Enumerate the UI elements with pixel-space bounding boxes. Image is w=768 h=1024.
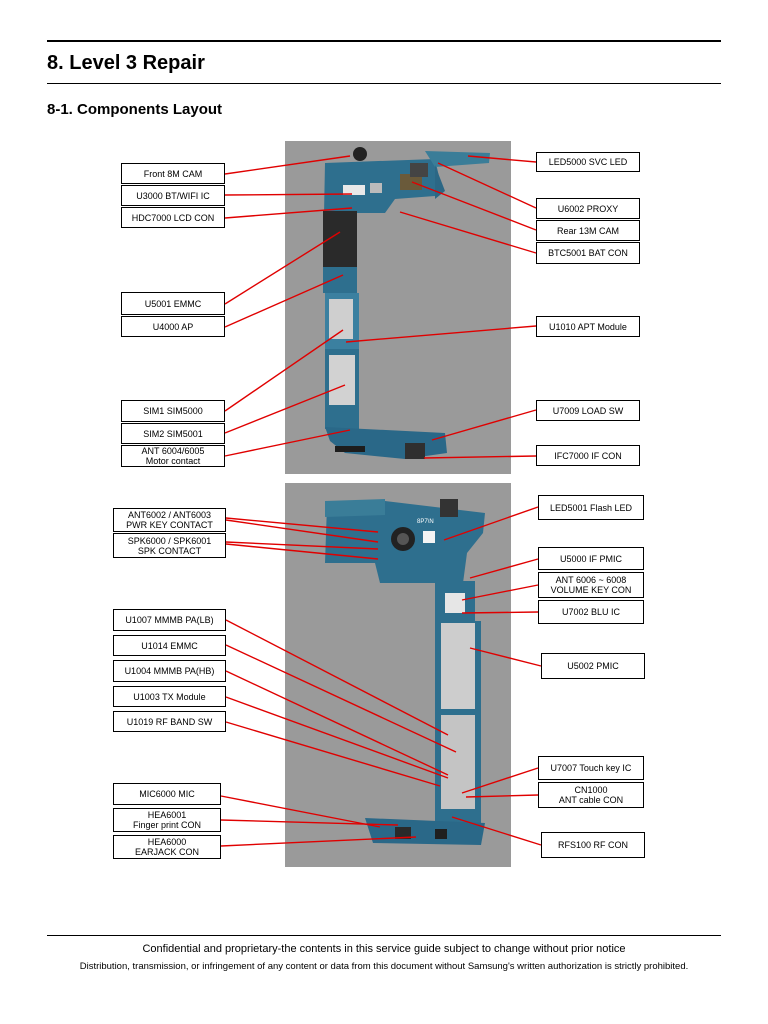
footer-rule — [47, 935, 721, 936]
label-rfs100: RFS100 RF CON — [541, 832, 645, 858]
silkscreen-text: 8P7\N — [417, 519, 434, 525]
label-hea6001: HEA6001 Finger print CON — [113, 808, 221, 832]
label-u5001-emmc: U5001 EMMC — [121, 292, 225, 315]
pointer-ant6002-b — [225, 519, 379, 543]
pointer-u1003 — [225, 696, 449, 779]
pointer-ant6006 — [461, 584, 539, 601]
label-u1003-tx: U1003 TX Module — [113, 686, 226, 707]
pointer-rfs100 — [451, 816, 542, 846]
top-board-drawing — [323, 147, 490, 459]
label-u4000-ap: U4000 AP — [121, 316, 225, 337]
pointer-u1014 — [225, 644, 457, 753]
label-ant6004-motor: ANT 6004/6005 Motor contact — [121, 445, 225, 467]
label-u1004: U1004 MMMB PA(HB) — [113, 660, 226, 682]
label-ifc7000: IFC7000 IF CON — [536, 445, 640, 466]
pointer-led5000 — [467, 155, 537, 163]
pointer-hdc7000 — [224, 207, 353, 219]
label-front-cam: Front 8M CAM — [121, 163, 225, 184]
label-u7007-touch: U7007 Touch key IC — [538, 756, 644, 780]
pointer-ant6002-a — [225, 517, 379, 533]
pointer-rear-cam — [411, 181, 537, 231]
label-led5001: LED5001 Flash LED — [538, 495, 644, 520]
label-sim2: SIM2 SIM5001 — [121, 423, 225, 444]
label-u5000-ifpmic: U5000 IF PMIC — [538, 547, 644, 570]
pointer-cn1000 — [465, 794, 539, 798]
label-mic6000: MIC6000 MIC — [113, 783, 221, 805]
label-u1014-emmc: U1014 EMMC — [113, 635, 226, 656]
label-u1010-apt: U1010 APT Module — [536, 316, 640, 337]
label-hdc7000-lcd: HDC7000 LCD CON — [121, 207, 225, 228]
label-spk6000: SPK6000 / SPK6001 SPK CONTACT — [113, 533, 226, 558]
pointer-u6002 — [437, 162, 537, 209]
pointer-u3000 — [224, 193, 353, 196]
label-ant6006: ANT 6006 ~ 6008 VOLUME KEY CON — [538, 572, 644, 598]
label-u6002-proxy: U6002 PROXY — [536, 198, 640, 219]
label-u7002-blu: U7002 BLU IC — [538, 600, 644, 624]
label-ant6002-pwr: ANT6002 / ANT6003 PWR KEY CONTACT — [113, 508, 226, 532]
pointer-ant6004 — [224, 429, 351, 457]
footer-confidential: Confidential and proprietary-the content… — [142, 943, 626, 955]
pointer-hea6000 — [220, 836, 417, 847]
pointer-u1007 — [225, 619, 449, 736]
section-title: 8-1. Components Layout — [47, 101, 223, 118]
pointer-spk6000-a — [225, 541, 379, 550]
pointer-sim2 — [224, 384, 346, 434]
pointer-hea6001 — [220, 819, 399, 826]
pointer-u4000 — [224, 274, 344, 328]
label-u3000-bt-wifi: U3000 BT/WIFI IC — [121, 185, 225, 206]
page-title: 8. Level 3 Repair — [47, 52, 205, 74]
label-u5002-pmic: U5002 PMIC — [541, 653, 645, 679]
label-led5000: LED5000 SVC LED — [536, 152, 640, 172]
pointer-u5002 — [469, 647, 542, 667]
pointer-u7002 — [461, 611, 539, 614]
pointer-u1019 — [225, 721, 441, 787]
pointer-front-cam — [224, 155, 351, 175]
pointer-u5001 — [224, 231, 341, 305]
pointer-spk6000-b — [225, 543, 379, 560]
pointer-btc5001 — [399, 211, 537, 254]
label-rear-cam: Rear 13M CAM — [536, 220, 640, 241]
label-u7009-load-sw: U7009 LOAD SW — [536, 400, 640, 421]
top-rule — [47, 40, 721, 42]
pointer-sim1 — [224, 329, 344, 412]
label-cn1000: CN1000 ANT cable CON — [538, 782, 644, 808]
pointer-mic6000 — [220, 795, 381, 828]
pointer-u5000 — [469, 558, 539, 579]
pointer-u7009 — [431, 409, 537, 441]
footer-distribution: Distribution, transmission, or infringem… — [79, 961, 689, 972]
pointer-u7007 — [461, 767, 539, 794]
bottom-board-photo: 8P7\N — [285, 483, 511, 867]
label-hea6000: HEA6000 EARJACK CON — [113, 835, 221, 859]
pointer-led5001 — [443, 506, 539, 541]
label-sim1: SIM1 SIM5000 — [121, 400, 225, 422]
pointer-ifc7000 — [423, 455, 537, 459]
top-board-photo — [285, 141, 511, 474]
title-rule — [47, 83, 721, 84]
label-u1007: U1007 MMMB PA(LB) — [113, 609, 226, 631]
pointer-u1010 — [345, 325, 537, 343]
label-btc5001: BTC5001 BAT CON — [536, 242, 640, 264]
bottom-board-drawing: 8P7\N — [325, 499, 485, 845]
pointer-u1004 — [225, 670, 449, 776]
label-u1019-rf: U1019 RF BAND SW — [113, 711, 226, 732]
